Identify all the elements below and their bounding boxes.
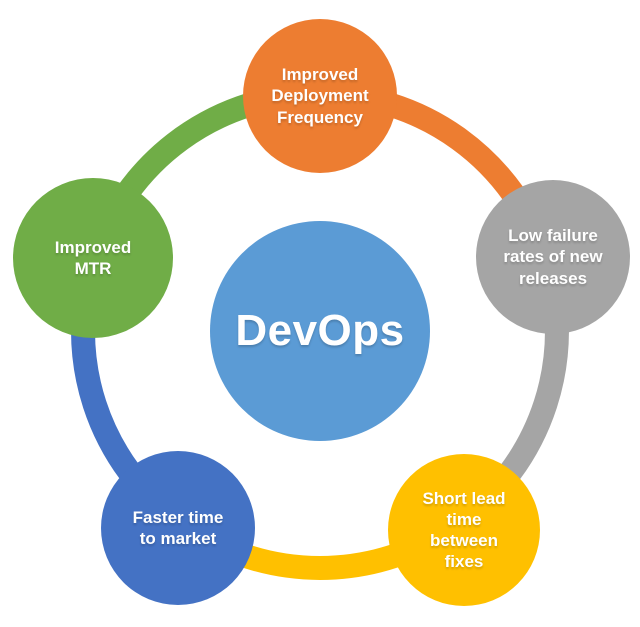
node-low-failure-rates-label: Low failure rates of new releases: [503, 226, 603, 288]
node-improved-mtr-label: Improved MTR: [54, 237, 132, 278]
node-low-failure-rates: Low failure rates of new releases: [476, 180, 630, 334]
node-improved-deployment-frequency: Improved Deployment Frequency: [243, 19, 397, 173]
node-faster-time-to-market: Faster time to market: [101, 451, 255, 605]
node-short-lead-time-label: Short lead time between fixes: [422, 488, 506, 572]
node-devops-center: DevOps: [210, 221, 430, 441]
node-improved-deployment-frequency-label: Improved Deployment Frequency: [271, 65, 369, 127]
node-faster-time-to-market-label: Faster time to market: [132, 507, 224, 548]
node-improved-mtr: Improved MTR: [13, 178, 173, 338]
node-short-lead-time: Short lead time between fixes: [388, 454, 540, 606]
devops-center-label: DevOps: [235, 305, 405, 355]
